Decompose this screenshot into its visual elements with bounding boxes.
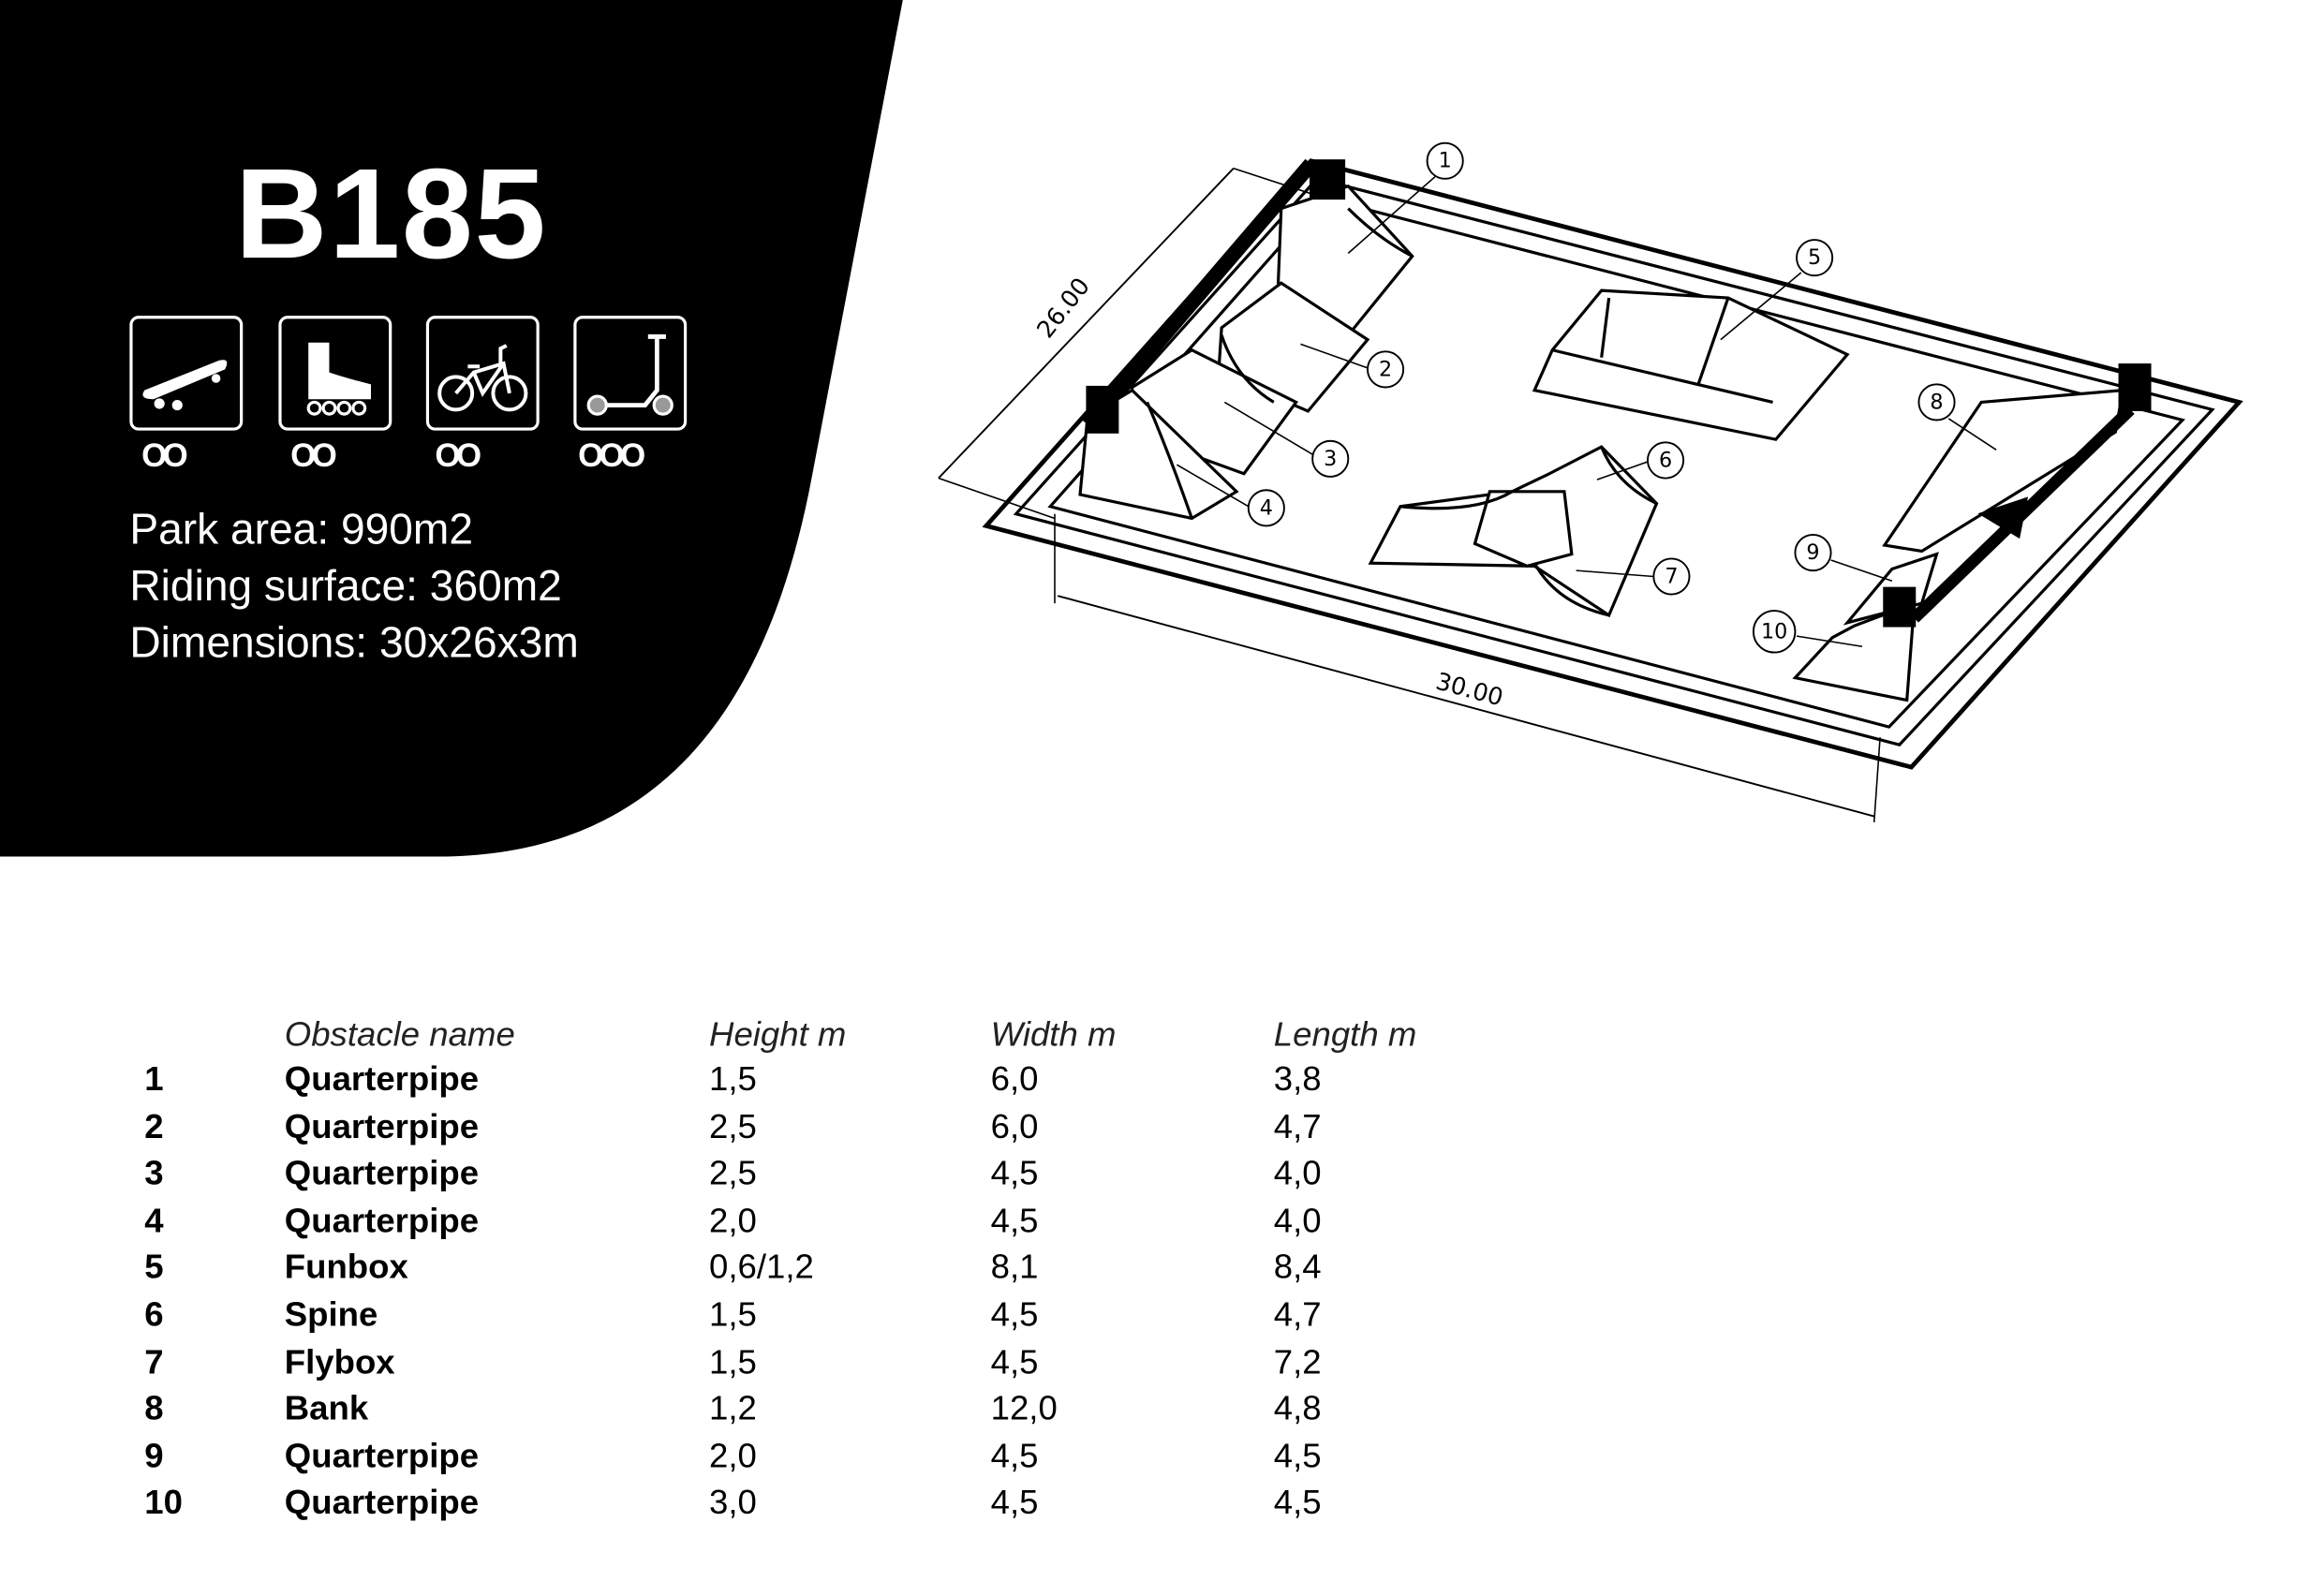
- length: 7,2: [1273, 1341, 1322, 1381]
- height: 2,0: [709, 1200, 757, 1239]
- height: 0,6/1,2: [709, 1247, 814, 1287]
- park-model-title: B185: [234, 142, 548, 287]
- bmx-bike-icon: [425, 316, 540, 431]
- obstacle-name: Flybox: [284, 1341, 395, 1381]
- table-row: 1 Quarterpipe 1,5 6,0 3,8: [0, 1059, 1489, 1105]
- table-row: 6 Spine 1,5 4,5 4,7: [0, 1294, 1489, 1340]
- height: 2,5: [709, 1106, 757, 1145]
- height: 1,5: [709, 1058, 757, 1099]
- row-number: 2: [144, 1106, 164, 1145]
- height: 2,0: [709, 1435, 757, 1475]
- row-number: 3: [144, 1153, 164, 1192]
- table-row: 7 Flybox 1,5 4,5 7,2: [0, 1341, 1489, 1387]
- inline-skate-rating: OO: [290, 436, 337, 474]
- length: 4,7: [1273, 1106, 1322, 1145]
- length: 3,8: [1273, 1058, 1322, 1099]
- obstacle-name: Quarterpipe: [284, 1483, 480, 1522]
- height: 1,5: [709, 1341, 757, 1381]
- row-number: 1: [144, 1058, 164, 1099]
- header-height: Height m: [709, 1014, 847, 1054]
- width: 12,0: [990, 1388, 1058, 1427]
- row-number: 8: [144, 1388, 164, 1427]
- dimension-width-label: 26.00: [1031, 273, 1095, 344]
- obstacle-name: Quarterpipe: [284, 1058, 480, 1099]
- width: 4,5: [990, 1153, 1039, 1192]
- skateboard-icon: [129, 316, 244, 431]
- length: 4,0: [1273, 1153, 1322, 1192]
- length: 4,8: [1273, 1388, 1322, 1427]
- dimensions: Dimensions: 30x26x3m: [129, 619, 579, 668]
- row-number: 6: [144, 1294, 164, 1334]
- length: 8,4: [1273, 1247, 1322, 1287]
- width: 4,5: [990, 1435, 1039, 1475]
- header-length: Length m: [1273, 1014, 1417, 1054]
- width: 4,5: [990, 1483, 1039, 1522]
- callout-7: 7: [1665, 564, 1678, 588]
- callout-6: 6: [1659, 448, 1672, 472]
- width: 8,1: [990, 1247, 1039, 1287]
- scooter-rating: OOO: [578, 436, 645, 474]
- callout-4: 4: [1260, 495, 1273, 520]
- table-row: 3 Quarterpipe 2,5 4,5 4,0: [0, 1153, 1489, 1199]
- width: 4,5: [990, 1341, 1039, 1381]
- row-number: 9: [144, 1435, 164, 1475]
- height: 2,5: [709, 1153, 757, 1192]
- header-width: Width m: [990, 1014, 1117, 1054]
- header-obstacle-name: Obstacle name: [284, 1014, 515, 1054]
- table-row: 5 Funbox 0,6/1,2 8,1 8,4: [0, 1248, 1489, 1293]
- dimension-length-label: 30.00: [1433, 667, 1506, 712]
- table-row: 10 Quarterpipe 3,0 4,5 4,5: [0, 1483, 1489, 1529]
- callout-8: 8: [1930, 390, 1943, 414]
- callout-3: 3: [1324, 447, 1337, 471]
- bmx-rating: OO: [435, 436, 481, 474]
- riding-surface: Riding surface: 360m2: [129, 563, 562, 612]
- length: 4,5: [1273, 1483, 1322, 1522]
- length: 4,0: [1273, 1200, 1322, 1239]
- skateboard-rating: OO: [141, 436, 188, 474]
- height: 3,0: [709, 1483, 757, 1522]
- callout-9: 9: [1806, 540, 1819, 565]
- table-row: 4 Quarterpipe 2,0 4,5 4,0: [0, 1201, 1489, 1247]
- row-number: 5: [144, 1247, 164, 1287]
- obstacle-name: Quarterpipe: [284, 1200, 480, 1239]
- obstacle-name: Quarterpipe: [284, 1153, 480, 1192]
- obstacle-name: Bank: [284, 1388, 369, 1427]
- park-area: Park area: 990m2: [129, 506, 473, 554]
- height: 1,5: [709, 1294, 757, 1334]
- inline-skate-icon: [278, 316, 392, 431]
- scooter-icon: [573, 316, 688, 431]
- length: 4,5: [1273, 1435, 1322, 1475]
- width: 6,0: [990, 1058, 1039, 1099]
- table-row: 2 Quarterpipe 2,5 6,0 4,7: [0, 1106, 1489, 1152]
- row-number: 10: [144, 1483, 183, 1522]
- row-number: 7: [144, 1341, 164, 1381]
- length: 4,7: [1273, 1294, 1322, 1334]
- width: 4,5: [990, 1200, 1039, 1239]
- obstacle-name: Funbox: [284, 1247, 408, 1287]
- callout-2: 2: [1379, 357, 1392, 381]
- row-number: 4: [144, 1200, 164, 1239]
- callout-10: 10: [1761, 619, 1787, 643]
- table-row: 9 Quarterpipe 2,0 4,5 4,5: [0, 1436, 1489, 1482]
- width: 4,5: [990, 1294, 1039, 1334]
- height: 1,2: [709, 1388, 757, 1427]
- callout-1: 1: [1439, 149, 1452, 173]
- obstacle-name: Quarterpipe: [284, 1435, 480, 1475]
- callout-5: 5: [1808, 245, 1821, 270]
- width: 6,0: [990, 1106, 1039, 1145]
- table-row: 8 Bank 1,2 12,0 4,8: [0, 1389, 1489, 1435]
- obstacle-name: Spine: [284, 1294, 378, 1334]
- obstacle-name: Quarterpipe: [284, 1106, 480, 1145]
